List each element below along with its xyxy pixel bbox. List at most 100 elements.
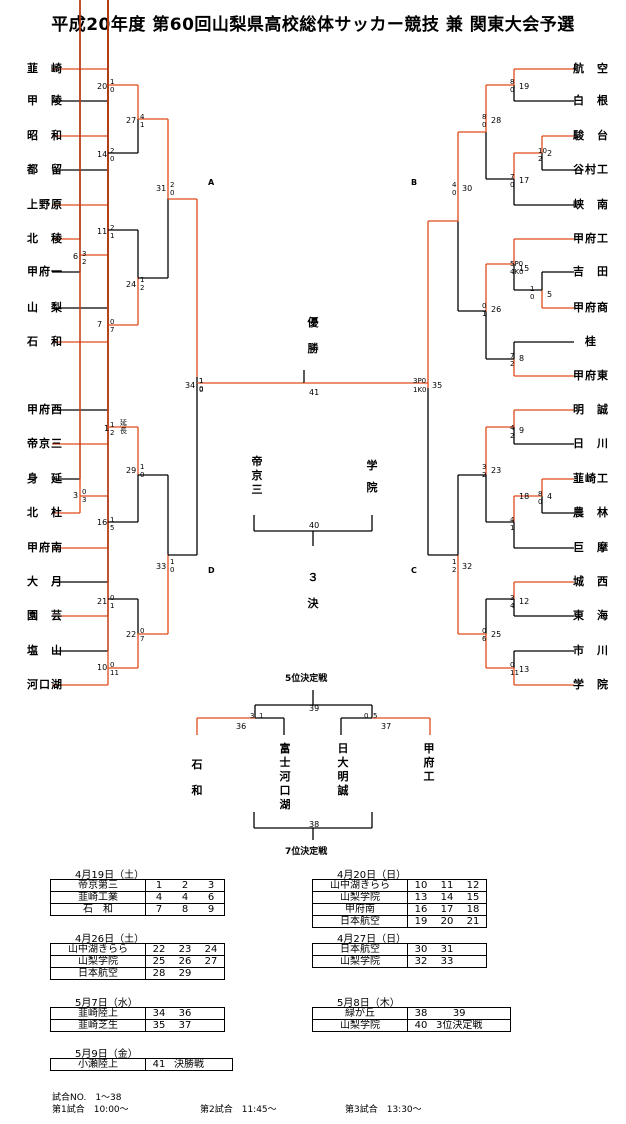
left-score-a-13: 0: [110, 661, 115, 669]
left-score-b-11: 5: [110, 524, 115, 532]
right-team-10: 明 誠: [573, 403, 609, 416]
game-cell: 28: [145, 967, 172, 980]
fifth-left-game: 36: [236, 722, 247, 731]
right-score-a-13: 3: [510, 594, 515, 602]
game-cell: 15: [460, 891, 487, 904]
game-cell: 決勝戦: [172, 1058, 206, 1071]
right-team-6: 吉 田: [573, 265, 609, 278]
left-score-a-16: 延: [120, 419, 127, 427]
final-right-game: 35: [432, 381, 443, 390]
left-team-13: 甲府南: [27, 541, 63, 554]
right-game-no-12: 23: [491, 466, 502, 475]
left-team-0: 韮 崎: [27, 62, 63, 75]
final-left-score2: 0: [199, 386, 204, 394]
venue-cell: 帝京第三: [50, 879, 146, 892]
game-cell: 31: [434, 943, 460, 956]
left-score-a-14: 0: [140, 627, 145, 635]
game-cell: 40: [407, 1019, 434, 1032]
right-score-a-14: 0: [510, 661, 515, 669]
left-score-b-17: 0: [199, 385, 204, 393]
right-score-b-2: 0: [510, 181, 515, 189]
right-team-18: 学 院: [573, 678, 609, 691]
right-score-a-11: 4: [510, 516, 515, 524]
right-game-no-16: 32: [462, 562, 473, 571]
left-score-a-0: 1: [110, 78, 115, 86]
left-score-b-2: 1: [140, 121, 145, 129]
left-score-b-13: 11: [110, 669, 119, 677]
block-label-d: D: [208, 566, 215, 575]
left-score-b-12: 1: [110, 602, 115, 610]
right-score-a-8: 7: [510, 352, 515, 360]
game-cell: 37: [172, 1019, 198, 1032]
right-team-4: 峡 南: [573, 198, 609, 211]
left-game-no-13: 10: [97, 663, 108, 672]
schedule-date: 4月19日（土）: [75, 870, 145, 881]
left-score-b-0: 0: [110, 86, 115, 94]
venue-cell: 日本航空: [50, 967, 146, 980]
right-score-a-12: 3: [482, 463, 487, 471]
left-team-4: 上野原: [27, 198, 63, 211]
game-cell: 22: [145, 943, 172, 956]
fifth-score-r2: 5: [373, 712, 378, 720]
right-team-16: 東 海: [573, 609, 609, 622]
right-score-b-16: 2: [452, 566, 457, 574]
game-cell: 4: [172, 891, 198, 904]
right-game-no-15: 25: [491, 630, 502, 639]
right-game-no-4: 30: [462, 184, 473, 193]
game-cell: 39: [434, 1007, 485, 1020]
third-game-no: 40: [309, 521, 320, 530]
game-cell: [484, 1019, 512, 1032]
game-cell: 30: [407, 943, 434, 956]
left-team-16: 塩 山: [27, 644, 63, 657]
schedule-date: 4月27日（日）: [337, 934, 407, 945]
fifth-team-3: 日大明誠: [337, 742, 349, 797]
left-game-no-10: 3: [73, 491, 79, 500]
right-score-a-10: 8: [538, 490, 543, 498]
game-cell: 19: [407, 915, 434, 928]
bracket-lines: [52, 0, 574, 840]
right-game-no-13: 12: [519, 597, 530, 606]
right-score-b-1: 2: [538, 155, 543, 163]
right-score-a-4: 4: [452, 181, 457, 189]
right-game-no-8: 8: [519, 354, 525, 363]
game-cell: 9: [198, 903, 225, 916]
venue-cell: 山梨学院: [312, 955, 408, 968]
right-team-0: 航 空: [573, 62, 609, 75]
block-label-c: C: [411, 566, 417, 575]
venue-cell: 山梨学院: [312, 1019, 408, 1032]
left-team-12: 北 杜: [27, 506, 63, 519]
game-cell: 6: [198, 891, 225, 904]
game-cell: 11: [434, 879, 460, 892]
left-score-b-1: 0: [110, 155, 115, 163]
game-cell: [198, 967, 225, 980]
seventh-title: 7位決定戦: [285, 847, 328, 857]
third-label: ３決: [307, 571, 319, 610]
left-team-2: 昭 和: [27, 129, 63, 142]
game-cell: 29: [172, 967, 198, 980]
footer-third-match: 第3試合 13:30～: [345, 1105, 422, 1115]
right-team-2: 駿 台: [573, 129, 609, 142]
left-score-b-7: 0: [170, 189, 175, 197]
right-score-b-4: 0: [452, 189, 457, 197]
left-score-b-6: 2: [140, 284, 145, 292]
right-score-a-1: 10: [538, 147, 547, 155]
left-game-no-15: 33: [156, 562, 167, 571]
game-cell: 27: [198, 955, 225, 968]
left-team-7: 山 梨: [27, 301, 63, 314]
fifth-right-game: 37: [381, 722, 392, 731]
right-score-b-15: 6: [482, 635, 487, 643]
right-score-b-10: 0: [538, 498, 543, 506]
right-score-a-9: 4: [510, 424, 515, 432]
left-score-a-17: 1: [199, 377, 204, 385]
right-team-1: 白 根: [573, 94, 609, 107]
fifth-team-2: 富士河口湖: [279, 742, 291, 811]
game-cell: [198, 1019, 225, 1032]
left-score-b-14: 7: [140, 635, 145, 643]
right-game-no-7: 26: [491, 305, 502, 314]
